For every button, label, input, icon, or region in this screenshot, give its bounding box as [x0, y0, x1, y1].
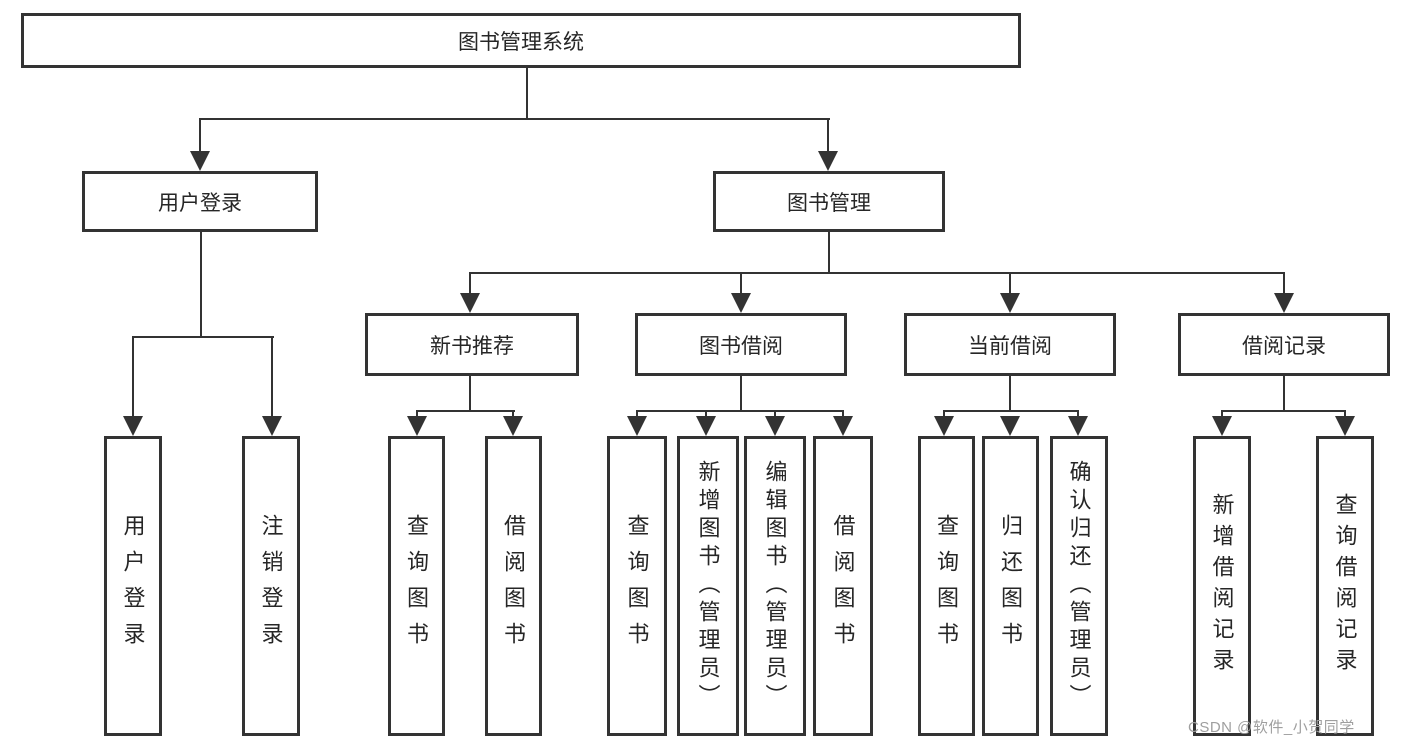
connector-line	[469, 373, 471, 412]
leaf-current-return-books-label: 归还图书	[998, 514, 1024, 658]
connector-line	[132, 336, 134, 418]
leaf-newbook-borrow-books-label: 借阅图书	[501, 514, 527, 658]
leaf-borrowing-borrow-books-label: 借阅图书	[830, 514, 856, 658]
leaf-user-login-label: 用户登录	[120, 514, 146, 658]
connector-line	[705, 410, 707, 419]
connector-line	[199, 118, 201, 154]
node-new-book-recommend-label: 新书推荐	[430, 334, 514, 358]
node-user-login: 用户登录	[82, 171, 318, 232]
connector-line	[1283, 373, 1285, 412]
arrow-down-icon	[503, 416, 523, 436]
connector-line	[416, 410, 515, 412]
connector-line	[1221, 410, 1346, 412]
leaf-borrowing-query-books: 查询图书	[607, 436, 667, 736]
arrow-down-icon	[407, 416, 427, 436]
connector-line	[271, 336, 273, 418]
csdn-watermark: CSDN @软件_小贺同学	[1188, 719, 1355, 736]
node-book-borrowing: 图书借阅	[635, 313, 847, 376]
connector-line	[200, 229, 202, 338]
connector-line	[199, 118, 830, 120]
connector-line	[943, 410, 945, 419]
connector-line	[512, 410, 514, 419]
connector-line	[526, 66, 528, 120]
node-book-management-label: 图书管理	[787, 191, 871, 215]
arrow-down-icon	[765, 416, 785, 436]
leaf-records-add-record: 新增借阅记录	[1193, 436, 1251, 736]
arrow-down-icon	[460, 293, 480, 313]
arrow-down-icon	[731, 293, 751, 313]
connector-line	[842, 410, 844, 419]
leaf-newbook-query-books: 查询图书	[388, 436, 445, 736]
leaf-current-confirm-return-admin-label: 确认归还（管理员）	[1066, 460, 1092, 712]
connector-line	[1221, 410, 1223, 419]
arrow-down-icon	[190, 151, 210, 171]
leaf-newbook-query-books-label: 查询图书	[404, 514, 430, 658]
connector-line	[943, 410, 1079, 412]
connector-line	[132, 336, 274, 338]
node-current-borrowing: 当前借阅	[904, 313, 1116, 376]
node-book-management: 图书管理	[713, 171, 945, 232]
arrow-down-icon	[833, 416, 853, 436]
leaf-borrowing-query-books-label: 查询图书	[624, 514, 650, 658]
arrow-down-icon	[123, 416, 143, 436]
connector-line	[416, 410, 418, 419]
node-root-system: 图书管理系统	[21, 13, 1021, 68]
leaf-current-query-books-label: 查询图书	[934, 514, 960, 658]
arrow-down-icon	[1335, 416, 1355, 436]
node-new-book-recommend: 新书推荐	[365, 313, 579, 376]
connector-line	[636, 410, 638, 419]
connector-line	[774, 410, 776, 419]
connector-line	[469, 272, 471, 295]
arrow-down-icon	[627, 416, 647, 436]
node-root-system-label: 图书管理系统	[458, 30, 584, 54]
arrow-down-icon	[1068, 416, 1088, 436]
connector-line	[1009, 373, 1011, 412]
leaf-current-query-books: 查询图书	[918, 436, 975, 736]
arrow-down-icon	[934, 416, 954, 436]
leaf-borrowing-borrow-books: 借阅图书	[813, 436, 873, 736]
arrow-down-icon	[1212, 416, 1232, 436]
leaf-borrowing-edit-books-admin-label: 编辑图书（管理员）	[762, 460, 788, 712]
arrow-down-icon	[1000, 416, 1020, 436]
connector-line	[1009, 272, 1011, 295]
connector-line	[740, 373, 742, 412]
leaf-user-login: 用户登录	[104, 436, 162, 736]
connector-line	[740, 272, 742, 295]
connector-line	[827, 118, 829, 154]
connector-line	[1283, 272, 1285, 295]
leaf-borrowing-edit-books-admin: 编辑图书（管理员）	[744, 436, 806, 736]
leaf-records-query-record: 查询借阅记录	[1316, 436, 1374, 736]
connector-line	[1077, 410, 1079, 419]
leaf-current-confirm-return-admin: 确认归还（管理员）	[1050, 436, 1108, 736]
node-borrowing-records: 借阅记录	[1178, 313, 1390, 376]
node-user-login-label: 用户登录	[158, 191, 242, 215]
arrow-down-icon	[818, 151, 838, 171]
leaf-logout: 注销登录	[242, 436, 300, 736]
connector-line	[1344, 410, 1346, 419]
connector-line	[828, 229, 830, 274]
arrow-down-icon	[1000, 293, 1020, 313]
connector-line	[469, 272, 1285, 274]
leaf-records-query-record-label: 查询借阅记录	[1332, 493, 1358, 679]
arrow-down-icon	[262, 416, 282, 436]
leaf-borrowing-add-books-admin: 新增图书（管理员）	[677, 436, 739, 736]
connector-line	[636, 410, 844, 412]
arrow-down-icon	[696, 416, 716, 436]
leaf-current-return-books: 归还图书	[982, 436, 1039, 736]
node-borrowing-records-label: 借阅记录	[1242, 334, 1326, 358]
leaf-logout-label: 注销登录	[258, 514, 284, 658]
arrow-down-icon	[1274, 293, 1294, 313]
node-book-borrowing-label: 图书借阅	[699, 334, 783, 358]
leaf-records-add-record-label: 新增借阅记录	[1209, 493, 1235, 679]
leaf-borrowing-add-books-admin-label: 新增图书（管理员）	[695, 460, 721, 712]
leaf-newbook-borrow-books: 借阅图书	[485, 436, 542, 736]
node-current-borrowing-label: 当前借阅	[968, 334, 1052, 358]
